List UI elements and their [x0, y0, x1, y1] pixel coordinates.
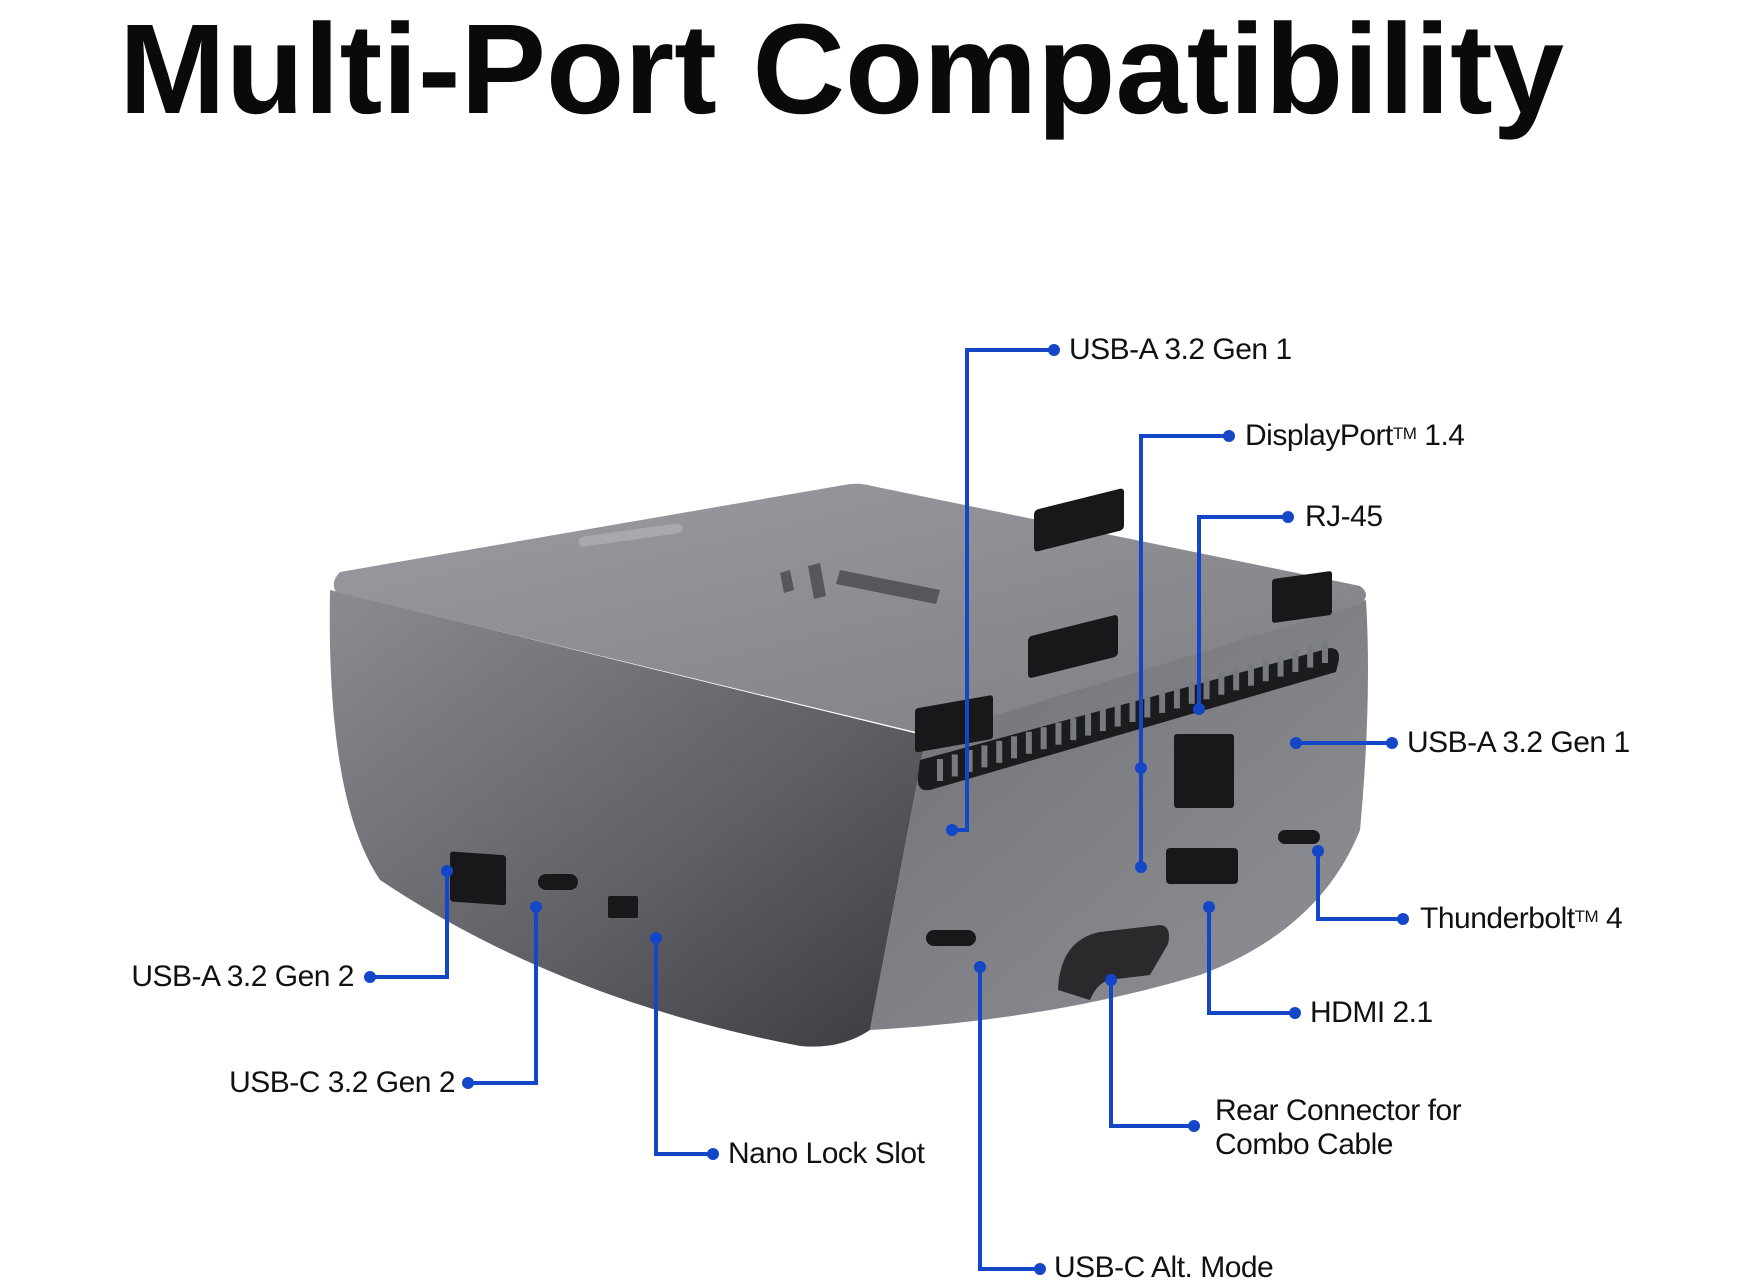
- callout-displayport: [1135, 430, 1235, 873]
- label-usb-c-alt-mode: USB-C Alt. Mode: [1054, 1251, 1274, 1284]
- leader-line: [1139, 434, 1229, 867]
- leader-dot: [364, 971, 376, 983]
- leader-dot: [1135, 861, 1147, 873]
- label-nano-lock-slot: Nano Lock Slot: [728, 1137, 925, 1170]
- ports: [450, 488, 1332, 1000]
- callout-usb-a-gen2: [364, 865, 453, 983]
- callout-usb-c-alt-mode: [974, 961, 1046, 1275]
- leader-dot: [946, 824, 958, 836]
- vent-slot: [917, 641, 1339, 791]
- leader-dot: [1048, 344, 1060, 356]
- label-usb-a-gen1-right: USB-A 3.2 Gen 1: [1407, 726, 1630, 759]
- logo-icon: [780, 563, 940, 604]
- label-hdmi: HDMI 2.1: [1310, 996, 1433, 1029]
- leader-dot: [1289, 1007, 1301, 1019]
- leader-dot: [1397, 913, 1409, 925]
- label-rj45: RJ-45: [1305, 500, 1383, 533]
- callout-rj45: [1193, 511, 1294, 715]
- port-rj45: [1174, 734, 1234, 808]
- callout-rear-connector: [1105, 974, 1200, 1132]
- label-displayport: DisplayPortTM 1.4: [1245, 419, 1465, 452]
- port-usb-a-front: [915, 695, 993, 753]
- port-hdmi: [1166, 848, 1238, 884]
- leader-line: [1109, 980, 1194, 1128]
- leader-line: [1197, 515, 1288, 709]
- leader-line: [370, 871, 449, 979]
- docking-station: [329, 483, 1368, 1047]
- leader-dot: [530, 901, 542, 913]
- leader-dot: [1282, 511, 1294, 523]
- callout-usb-a-gen1-top: [946, 344, 1060, 836]
- callout-usb-a-gen1-right: [1290, 737, 1398, 749]
- port-usb-c-front: [926, 930, 976, 946]
- callout-thunderbolt: [1312, 845, 1409, 925]
- leader-line: [654, 938, 713, 1156]
- leader-dot: [974, 961, 986, 973]
- callout-hdmi: [1203, 901, 1301, 1019]
- port-rear-connector: [1058, 925, 1169, 1000]
- leader-dot: [1193, 703, 1205, 715]
- leader-line: [952, 348, 1054, 832]
- leader-dot: [1188, 1120, 1200, 1132]
- callout-lines: [364, 344, 1409, 1275]
- leader-dot: [1034, 1263, 1046, 1275]
- leader-line: [468, 907, 538, 1085]
- leader-line: [1316, 851, 1403, 921]
- leader-dot: [1105, 974, 1117, 986]
- leader-dot: [441, 865, 453, 877]
- leader-dot: [650, 932, 662, 944]
- callout-usb-c-gen2: [462, 901, 542, 1089]
- leader-dot: [1203, 901, 1215, 913]
- label-usb-a-gen2: USB-A 3.2 Gen 2: [131, 960, 354, 993]
- leader-dot: [1290, 737, 1302, 749]
- leader-line: [1207, 907, 1295, 1015]
- port-usb-a-right: [1272, 571, 1332, 623]
- device-right-face: [870, 600, 1368, 1030]
- leader-dot: [1386, 737, 1398, 749]
- label-usb-c-gen2: USB-C 3.2 Gen 2: [229, 1066, 455, 1099]
- device-top-face: [333, 483, 1366, 734]
- leader-dot: [1223, 430, 1235, 442]
- port-usb-a-left: [450, 851, 506, 906]
- leader-dot: [1312, 845, 1324, 857]
- port-displayport-top: [1034, 488, 1124, 552]
- port-nano-lock: [608, 896, 638, 918]
- leader-dot: [462, 1077, 474, 1089]
- label-thunderbolt: ThunderboltTM 4: [1420, 902, 1623, 935]
- port-usb-c-left: [538, 874, 578, 890]
- device-left-face: [329, 590, 927, 1047]
- page-title: Multi-Port Compatibility: [119, 0, 1564, 141]
- port-displayport-bottom: [1028, 615, 1118, 678]
- leader-line: [978, 967, 1040, 1271]
- port-usb-c-right: [1278, 830, 1320, 844]
- callout-nano-lock-slot: [650, 932, 719, 1160]
- leader-dot: [707, 1148, 719, 1160]
- label-usb-a-gen1-top: USB-A 3.2 Gen 1: [1069, 333, 1292, 366]
- leader-dot: [1135, 762, 1147, 774]
